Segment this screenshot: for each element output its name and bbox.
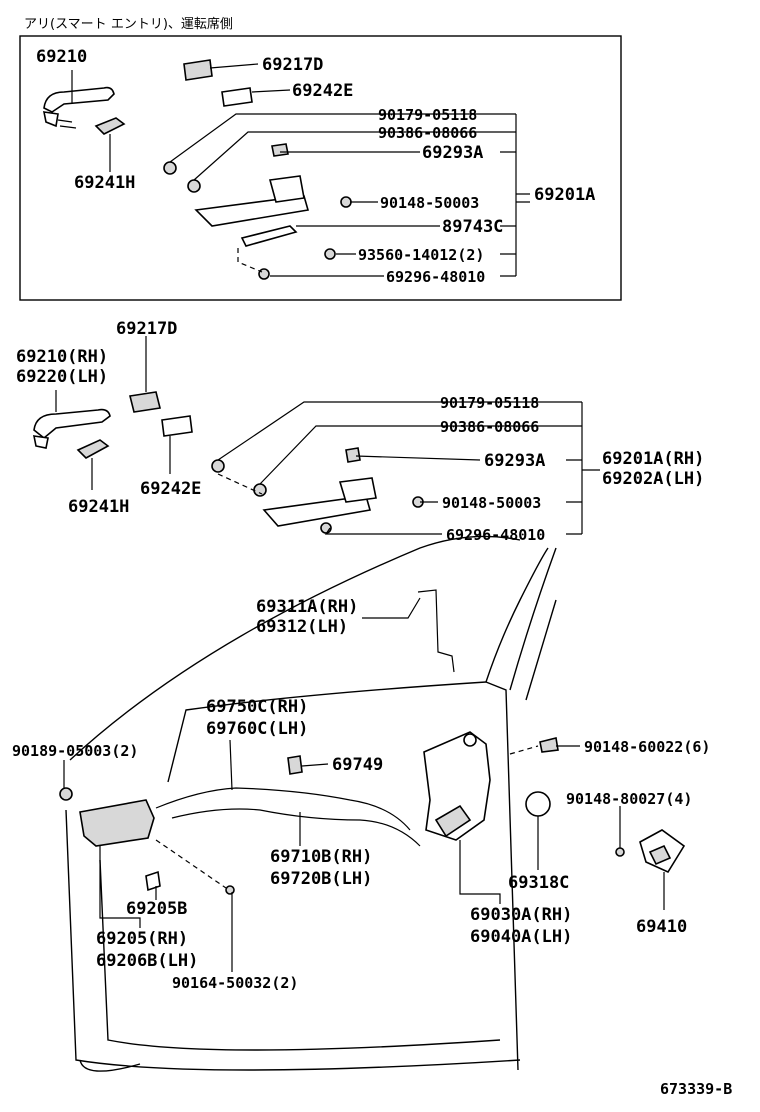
main-panel: 69217D 69210(RH) 69220(LH) 69241H 69242E… [12,319,710,1072]
inset-label-93560: 93560-14012(2) [358,246,484,264]
inset-label-69210: 69210 [36,47,87,67]
main-label-69318C: 69318C [508,873,569,893]
main-label-69760Clh: 69760C(LH) [206,719,308,739]
main-label-69205rh: 69205(RH) [96,929,188,949]
main-label-69710Brh: 69710B(RH) [270,847,372,867]
inset-label-69242E: 69242E [292,81,353,101]
main-label-69210rh: 69210(RH) [16,347,108,367]
inset-frame-assy [163,143,352,280]
main-label-90148-60022: 90148-60022(6) [584,738,710,756]
door-body-outline [65,535,557,1072]
main-label-69410: 69410 [636,917,687,937]
main-label-69202Alh: 69202A(LH) [602,469,704,489]
main-label-90164: 90164-50032(2) [172,974,298,992]
main-label-69293A: 69293A [484,451,545,471]
main-label-69296: 69296-48010 [446,526,545,544]
main-label-69206Blh: 69206B(LH) [96,951,198,971]
main-label-69750Crh: 69750C(RH) [206,697,308,717]
main-rod-69311A [417,589,455,673]
main-label-69217D: 69217D [116,319,177,339]
inset-label-69217D: 69217D [262,55,323,75]
main-label-69241H: 69241H [68,497,129,517]
inset-cap-69217D [183,59,213,81]
main-pad-69241H [76,439,110,459]
main-frame-assy [211,447,424,534]
main-inner-handle [59,787,235,895]
main-lock-assy [423,731,559,841]
inset-gasket-69242E [221,87,253,107]
main-label-69311Arh: 69311A(RH) [256,597,358,617]
main-label-90148-50003: 90148-50003 [442,494,541,512]
main-cables [155,755,421,847]
main-label-69040Alh: 69040A(LH) [470,927,572,947]
inset-frame [19,35,622,301]
inset-label-89743C: 89743C [442,217,503,237]
main-label-90179: 90179-05118 [440,394,539,412]
main-label-69720Blh: 69720B(LH) [270,869,372,889]
main-label-69312lh: 69312(LH) [256,617,348,637]
header-caption: アリ(スマート エントリ)、運転席側 [24,16,233,32]
inset-label-69296: 69296-48010 [386,268,485,286]
main-label-69220lh: 69220(LH) [16,367,108,387]
main-striker [615,829,686,874]
main-label-69205B: 69205B [126,899,187,919]
inset-label-69201A: 69201A [534,185,595,205]
main-label-69749: 69749 [332,755,383,775]
inset-outer-handle [42,86,115,129]
diagram-code: 673339-B [660,1080,732,1098]
inset-label-69241H: 69241H [74,173,135,193]
inset-label-90179: 90179-05118 [378,106,477,124]
inset-label-69293A: 69293A [422,143,483,163]
main-label-69242E: 69242E [140,479,201,499]
main-cap-69217D [129,391,161,413]
main-label-69030Arh: 69030A(RH) [470,905,572,925]
inset-panel: 69210 69217D 69242E 69241H 90179-05118 9… [19,35,622,301]
main-label-69201Arh: 69201A(RH) [602,449,704,469]
main-label-90189: 90189-05003(2) [12,742,138,760]
inset-label-90148-50003: 90148-50003 [380,194,479,212]
main-gasket-69242E [161,415,193,437]
main-label-90386: 90386-08066 [440,418,539,436]
inset-label-90386: 90386-08066 [378,124,477,142]
main-label-90148-80027: 90148-80027(4) [566,790,692,808]
main-outer-handle [32,408,111,449]
inset-pad-69241H [94,117,126,135]
